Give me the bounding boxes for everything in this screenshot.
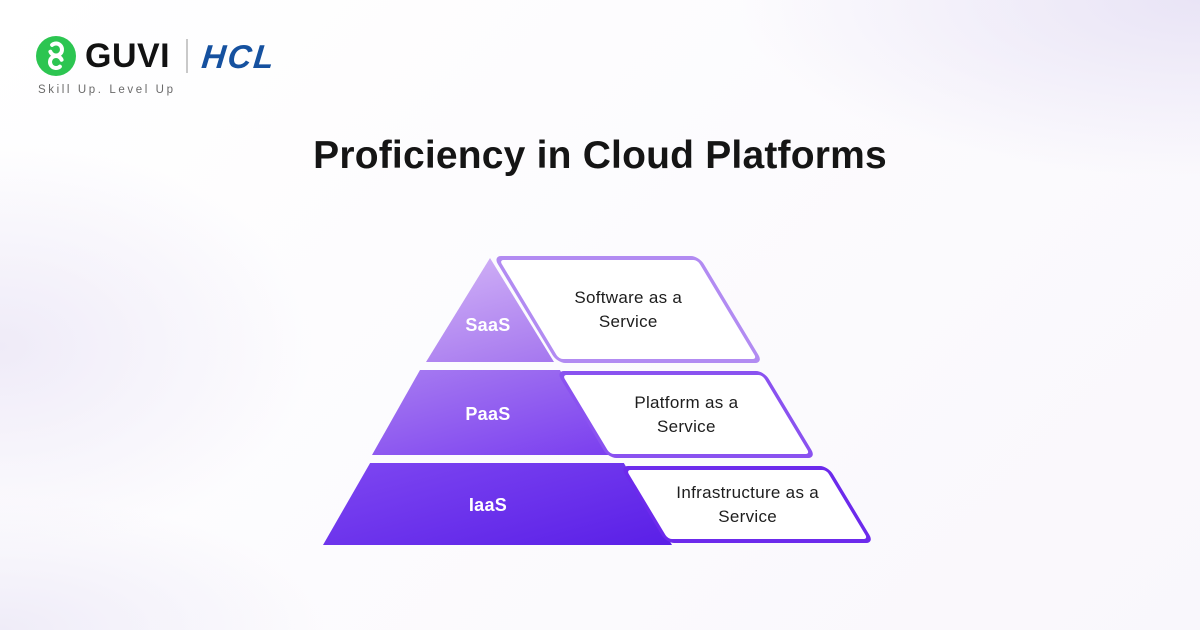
page-title: Proficiency in Cloud Platforms xyxy=(313,134,887,177)
brand-header: GUVI HCL Skill Up. Level Up xyxy=(36,36,278,96)
iaas-wedge xyxy=(323,463,672,545)
brand-logo-row: GUVI HCL xyxy=(36,36,278,76)
brand-tagline: Skill Up. Level Up xyxy=(38,84,176,96)
iaas-description: Infrastructure as a Service xyxy=(675,482,819,526)
paas-description: Platform as a Service xyxy=(634,392,739,436)
brand-divider xyxy=(186,39,189,73)
iaas-label: IaaS xyxy=(468,495,508,515)
guvi-logo-icon xyxy=(36,36,76,76)
saas-label: SaaS xyxy=(465,315,511,335)
paas-label: PaaS xyxy=(465,404,511,424)
saas-description: Software as a Service xyxy=(574,287,683,331)
guvi-wordmark: GUVI xyxy=(85,37,171,75)
